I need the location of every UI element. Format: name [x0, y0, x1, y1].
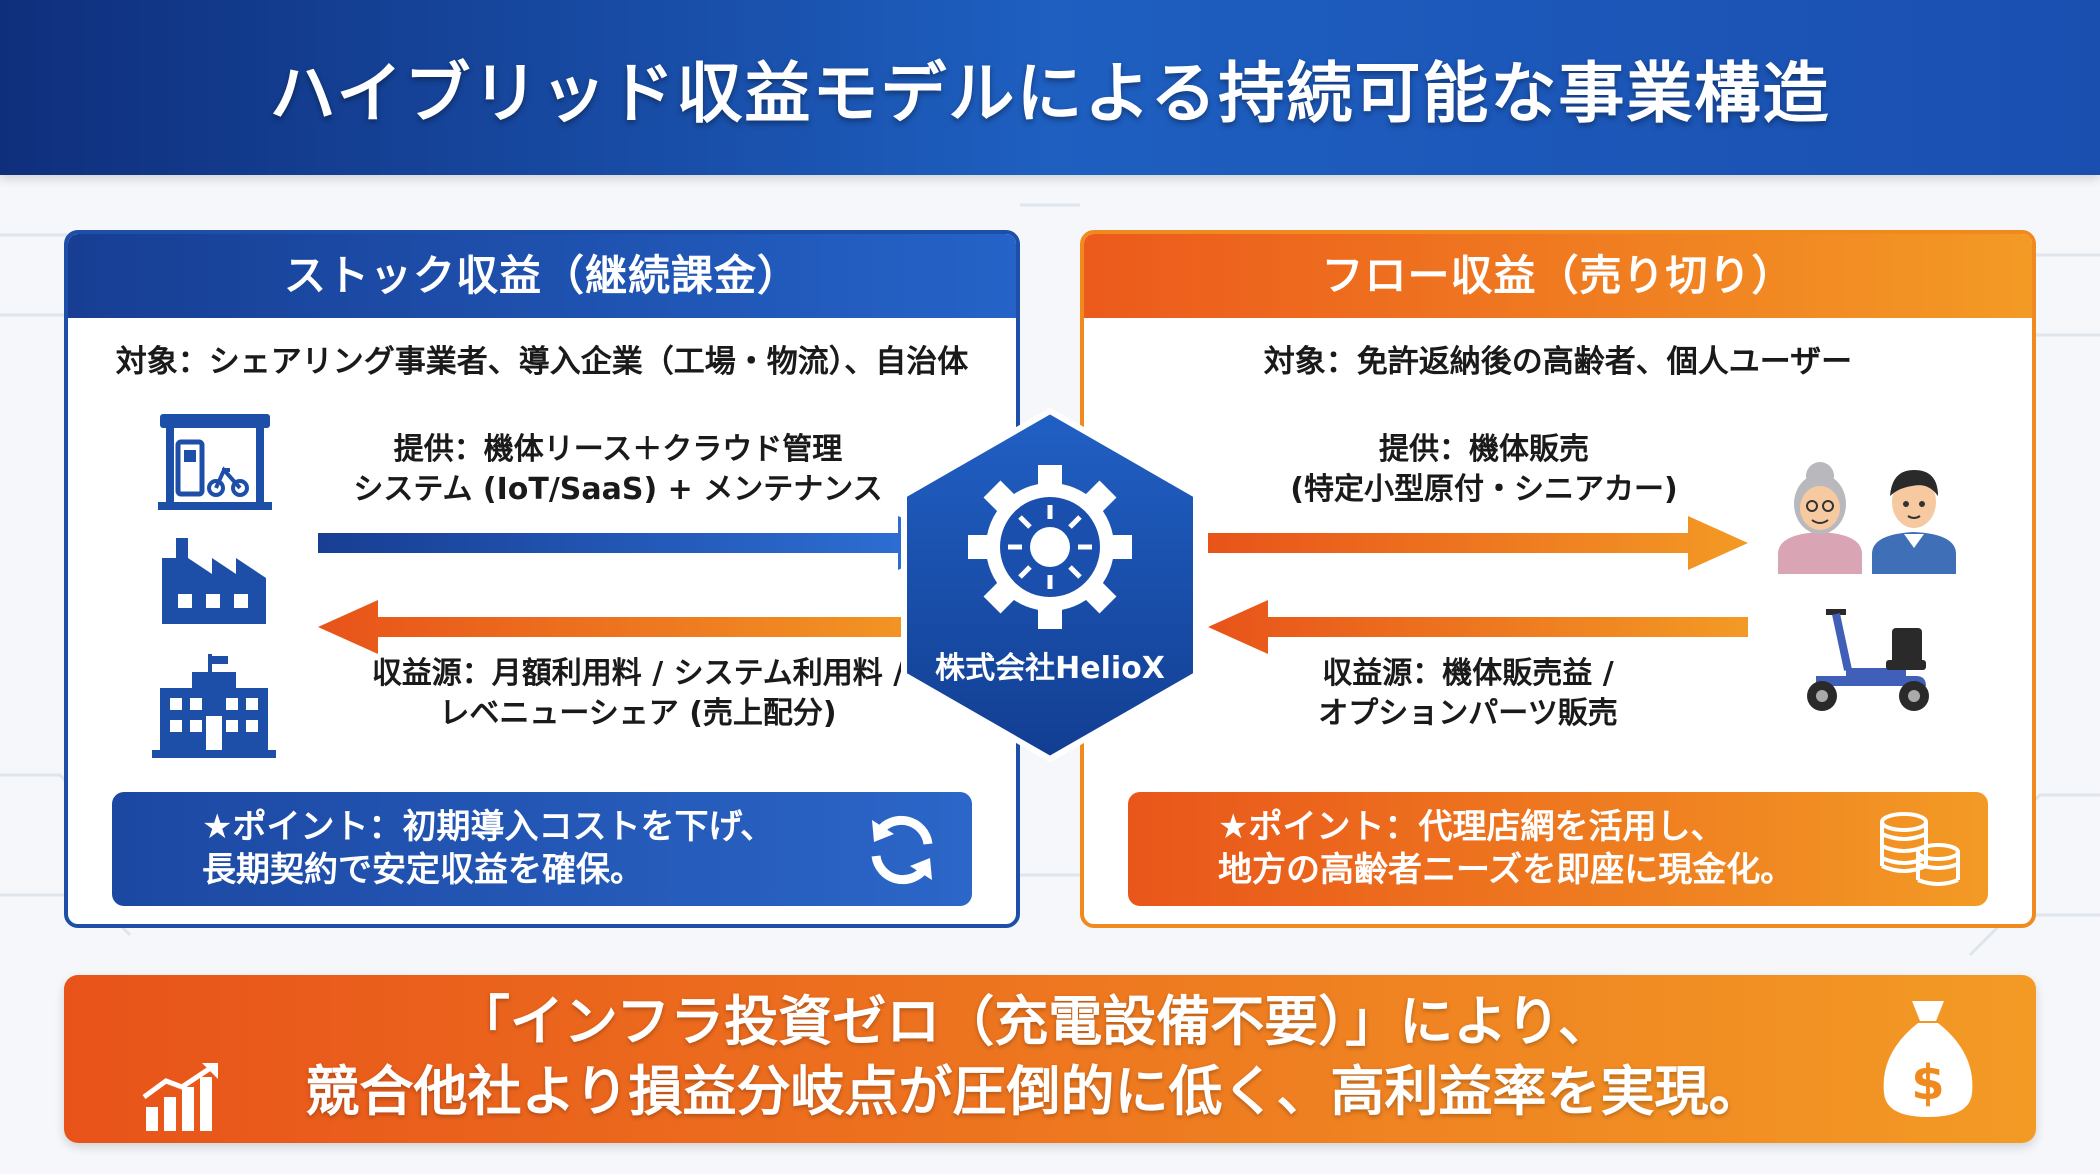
- flow-revenue-panel: フロー収益（売り切り） 対象：免許返納後の高齢者、個人ユーザー 提供：機体販売 …: [1080, 230, 2036, 928]
- conclusion-banner: 「インフラ投資ゼロ（充電設備不要）」により、 競合他社より損益分岐点が圧倒的に低…: [64, 975, 2036, 1143]
- flow-provide-line2: (特定小型原付・シニアカー): [1290, 472, 1678, 507]
- elderly-woman-icon: [1778, 462, 1862, 574]
- stock-provide-label: 提供：機体リース＋クラウド管理 システム (IoT/SaaS) + メンテナンス: [318, 430, 918, 510]
- gear-icon: [968, 465, 1132, 629]
- stock-point-box: ★ポイント：初期導入コストを下げ、 長期契約で安定収益を確保。: [112, 792, 972, 906]
- flow-revenue-label: 収益源：機体販売益 / オプションパーツ販売: [1188, 654, 1748, 734]
- refresh-icon: [871, 815, 933, 885]
- stock-provide-line2: システム (IoT/SaaS) + メンテナンス: [353, 472, 883, 507]
- flow-provide-arrow: [1208, 516, 1748, 570]
- growth-chart-icon: [142, 1063, 218, 1131]
- factory-icon: [162, 538, 266, 624]
- flow-panel-header: フロー収益（売り切り）: [1084, 234, 2032, 318]
- conclusion-line1: 「インフラ投資ゼロ（充電設備不要）」により、: [455, 990, 1613, 1053]
- money-bag-icon: $: [1883, 1001, 1973, 1117]
- company-hub: 株式会社HelioX: [890, 405, 1210, 765]
- stock-point-line1: ★ポイント：初期導入コストを下げ、: [202, 807, 775, 847]
- flow-revenue-arrow: [1208, 600, 1748, 654]
- stock-point-line2: 長期契約で安定収益を確保。: [202, 850, 644, 890]
- station-icon: [158, 414, 272, 510]
- stock-provide-line1: 提供：機体リース＋クラウド管理: [393, 432, 843, 467]
- government-building-icon: [152, 654, 276, 758]
- flow-point-line2: 地方の高齢者ニーズを即座に現金化。: [1218, 850, 1795, 890]
- company-name: 株式会社HelioX: [935, 651, 1165, 686]
- stock-revenue-arrow: [318, 600, 958, 654]
- svg-text:$: $: [1911, 1055, 1944, 1111]
- page-title: ハイブリッド収益モデルによる持続可能な事業構造: [269, 55, 1831, 132]
- flow-provide-label: 提供：機体販売 (特定小型原付・シニアカー): [1184, 430, 1784, 510]
- stock-provide-arrow: [318, 516, 958, 570]
- flow-point-box: ★ポイント：代理店網を活用し、 地方の高齢者ニーズを即座に現金化。: [1128, 792, 1988, 906]
- flow-point-line1: ★ポイント：代理店網を活用し、: [1218, 807, 1725, 847]
- flow-revenue-line1: 収益源：機体販売益 /: [1322, 656, 1614, 691]
- coins-icon: [1880, 812, 1960, 886]
- flow-target-text: 対象：免許返納後の高齢者、個人ユーザー: [1263, 344, 1853, 380]
- senior-scooter-icon: [1807, 609, 1929, 711]
- stock-revenue-panel: ストック収益（継続課金） 対象：シェアリング事業者、導入企業（工場・物流）、自治…: [64, 230, 1020, 928]
- title-banner: ハイブリッド収益モデルによる持続可能な事業構造: [0, 0, 2100, 175]
- stock-revenue-line1: 収益源：月額利用料 / システム利用料 /: [371, 656, 905, 691]
- flow-revenue-line2: オプションパーツ販売: [1318, 696, 1618, 731]
- stock-revenue-line2: レベニューシェア (売上配分): [439, 696, 837, 731]
- flow-provide-line1: 提供：機体販売: [1379, 432, 1589, 467]
- conclusion-line2: 競合他社より損益分岐点が圧倒的に低く、高利益率を実現。: [305, 1060, 1763, 1123]
- man-icon: [1872, 470, 1956, 574]
- stock-target-text: 対象：シェアリング事業者、導入企業（工場・物流）、自治体: [115, 344, 969, 380]
- stock-panel-header: ストック収益（継続課金）: [68, 234, 1016, 318]
- stock-revenue-label: 収益源：月額利用料 / システム利用料 / レベニューシェア (売上配分): [318, 654, 958, 734]
